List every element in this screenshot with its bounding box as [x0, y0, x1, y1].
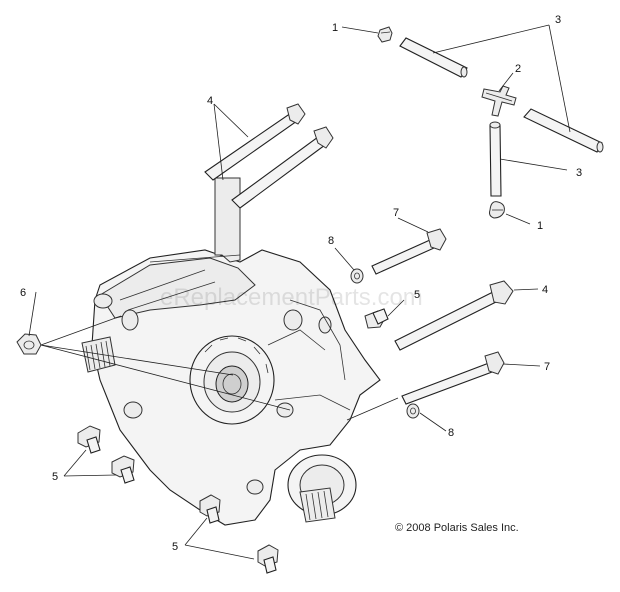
input-shaft: [81, 336, 116, 373]
part-1-cap-lower: [489, 201, 505, 219]
callout-8-upper: 8: [328, 235, 334, 247]
part-5-bolt-bottom-a: [199, 494, 221, 524]
leader-lines: [28, 24, 571, 560]
callout-8-lower: 8: [448, 427, 454, 439]
callout-labels: 1 1 2 3 3 4 4 5 5 5 6 7 7 8 8: [20, 14, 582, 553]
callout-5-left: 5: [52, 471, 58, 483]
part-8-washer-upper: [350, 268, 364, 284]
callout-4-upper: 4: [207, 95, 213, 107]
callout-2: 2: [515, 63, 521, 75]
part-3-hose-right: [523, 108, 604, 153]
callout-1-upper: 1: [332, 22, 338, 34]
gearcase-housing: [81, 177, 381, 526]
part-3-hose-vertical: [489, 121, 502, 197]
part-8-washer-lower: [406, 403, 420, 419]
callout-1-lower: 1: [537, 220, 543, 232]
part-5-bolt-left-b: [111, 455, 135, 484]
callout-5-bottom: 5: [172, 541, 178, 553]
callout-3-top: 3: [555, 14, 561, 26]
part-3-hose-upper: [399, 37, 468, 78]
callout-4-right: 4: [542, 284, 548, 296]
part-1-cap-upper: [377, 26, 393, 43]
callout-3-right: 3: [576, 167, 582, 179]
part-6-hex-nut: [16, 333, 42, 355]
part-5-bolt-left-a: [77, 425, 101, 454]
output-flange: [287, 454, 357, 523]
part-5-bolt-right: [364, 308, 389, 329]
callout-7-upper: 7: [393, 207, 399, 219]
part-4-bolt-upper-a: [204, 103, 306, 181]
part-4-bolt-right: [394, 280, 514, 351]
callout-6: 6: [20, 287, 26, 299]
copyright-text: © 2008 Polaris Sales Inc.: [395, 522, 519, 534]
part-4-bolt-upper-b: [231, 126, 334, 209]
callout-7-lower: 7: [544, 361, 550, 373]
part-5-bolt-bottom-b: [257, 544, 279, 574]
part-7-bolt-upper: [371, 228, 447, 275]
part-7-bolt-lower: [401, 351, 505, 405]
watermark: eReplacementParts.com: [160, 284, 423, 311]
callout-5-right: 5: [414, 289, 420, 301]
